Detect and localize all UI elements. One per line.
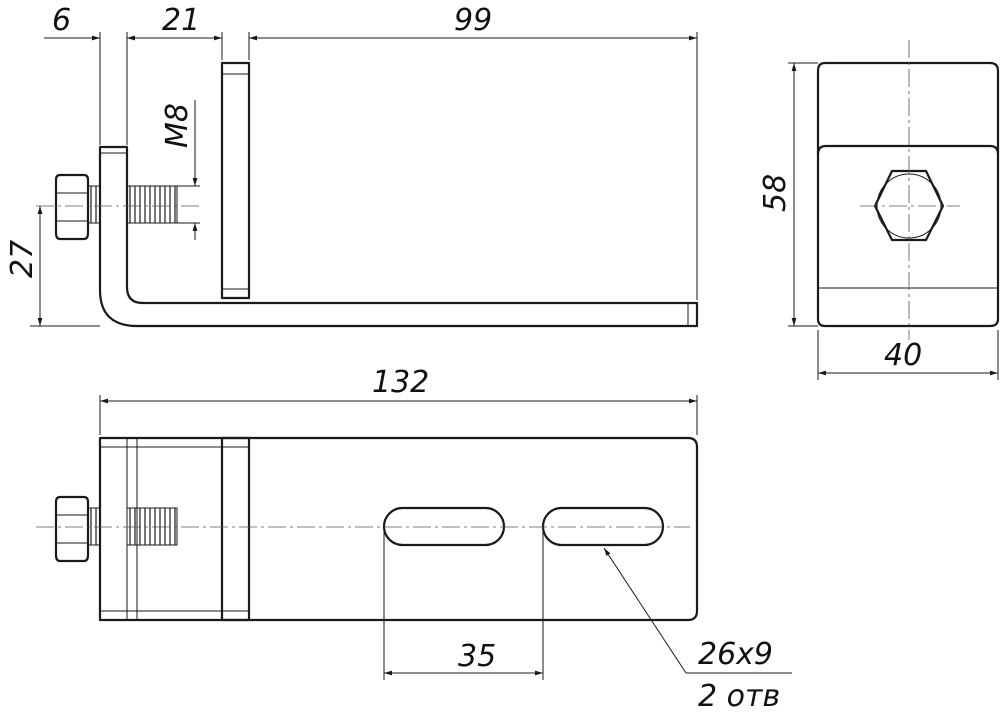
side-plate <box>816 61 1000 328</box>
front-view-dimensions: 6 21 99 M8 27 <box>5 3 698 327</box>
slot-right <box>541 506 665 547</box>
dim-base-length: 99 <box>454 3 492 38</box>
dim-side-height: 58 <box>758 174 793 212</box>
front-view <box>36 61 699 328</box>
thread-lines <box>90 186 176 223</box>
dim-bolt-height: 27 <box>5 240 40 278</box>
dim-total-length: 132 <box>372 365 429 400</box>
dim-slot-pitch: 35 <box>458 639 496 674</box>
bolt-shank <box>87 185 101 224</box>
slot-left <box>382 506 506 547</box>
callout-slot-size: 26x9 <box>698 637 773 672</box>
top-hex-nut <box>54 495 90 563</box>
callout-slot-count: 2 отв <box>698 679 780 714</box>
top-plate <box>98 436 699 622</box>
bolt-thread <box>126 185 178 224</box>
dim-bolt-to-upright: 21 <box>162 3 200 38</box>
upright-plate <box>220 61 251 300</box>
hex-nut <box>54 173 90 241</box>
top-view: 132 35 26x9 2 отв <box>36 365 792 714</box>
bent-plate <box>98 145 699 328</box>
side-view: 58 40 <box>758 40 1000 380</box>
dim-bolt-offset: 6 <box>52 3 71 38</box>
dim-thread: M8 <box>160 103 195 148</box>
dim-side-width: 40 <box>884 338 922 373</box>
